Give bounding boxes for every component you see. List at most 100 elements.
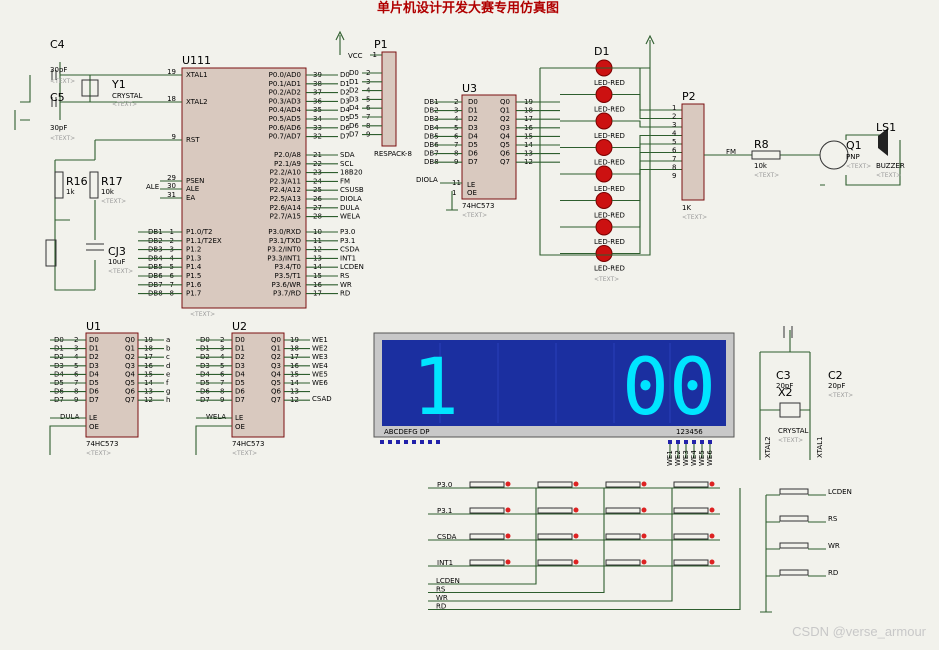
keypad-key[interactable] <box>469 559 505 566</box>
latch-output-name: Q3 <box>271 362 281 370</box>
led-label: LED-RED <box>594 106 625 114</box>
buzzer-wires <box>704 134 901 186</box>
keypad-key[interactable] <box>605 559 641 566</box>
mcu-pin-name: P3.2/INT0 <box>267 246 301 254</box>
mcu-net-label: D7 <box>340 133 350 141</box>
r16-resistor[interactable] <box>54 171 64 199</box>
keypad-key[interactable] <box>673 481 709 488</box>
latch-input-name: D0 <box>235 336 245 344</box>
led-red[interactable] <box>595 192 613 209</box>
keypad-key[interactable] <box>469 481 505 488</box>
keypad-key[interactable] <box>673 507 709 514</box>
q1-text: <TEXT> <box>846 163 871 170</box>
display-screen <box>382 340 726 426</box>
led-red[interactable] <box>595 165 613 183</box>
u3-output-name: Q5 <box>500 141 510 149</box>
keypad-key[interactable] <box>537 481 573 488</box>
p2-pin-number: 5 <box>672 138 676 146</box>
mcu-pin-name: P0.4/AD4 <box>269 106 302 114</box>
mcu-net-label: D0 <box>340 71 350 79</box>
keypad-key[interactable] <box>605 533 641 540</box>
keypad-key[interactable] <box>673 533 709 540</box>
latch-out-net: WE4 <box>312 362 328 370</box>
keypad-key[interactable] <box>469 507 505 514</box>
crystal-section: C4 30pF C5 30pF Y1 CRYSTAL <TEXT> <TEXT>… <box>14 38 160 142</box>
led-red[interactable] <box>595 218 613 236</box>
led-wire <box>560 120 682 128</box>
r8-text: <TEXT> <box>754 172 779 179</box>
r8-resistor[interactable] <box>751 150 781 160</box>
side-key-label: RD <box>828 569 838 577</box>
mcu-pin-name: P0.5/AD5 <box>269 115 301 123</box>
u2-body <box>231 332 285 438</box>
u3-output-name: Q2 <box>500 115 510 123</box>
ls1-buzzer[interactable] <box>878 128 888 156</box>
r8-net: FM <box>726 148 736 156</box>
q1-transistor[interactable] <box>819 140 849 170</box>
keypad-key[interactable] <box>537 507 573 514</box>
latch-output-name: Q1 <box>125 345 135 353</box>
u2-le-net: WELA <box>206 413 226 421</box>
latch-output-name: Q7 <box>271 396 281 404</box>
cj3-plates <box>86 243 104 251</box>
led-red[interactable] <box>595 86 613 103</box>
keypad-key[interactable] <box>537 559 573 566</box>
side-key[interactable] <box>779 488 809 495</box>
latch-ctrl-wire <box>195 417 232 455</box>
side-key[interactable] <box>779 569 809 576</box>
p2-ref: P2 <box>682 90 696 103</box>
cap-plates <box>51 70 57 107</box>
mcu-pin-name: P2.2/A10 <box>270 169 301 177</box>
led-red[interactable] <box>595 245 613 262</box>
mcu-pin-name: P3.3/INT1 <box>267 254 301 262</box>
y1-crystal[interactable] <box>81 79 99 97</box>
mcu-net-label: D5 <box>340 115 350 123</box>
latch-input-name: D4 <box>89 370 99 378</box>
mcu-pin-number: 29 <box>167 174 176 182</box>
keypad-key[interactable] <box>537 533 573 540</box>
p2-pin-number: 3 <box>672 121 676 129</box>
led-label: LED-RED <box>594 79 625 87</box>
key-contact <box>641 533 647 539</box>
keypad-key[interactable] <box>605 507 641 514</box>
display-digits-right: 00 <box>622 343 716 433</box>
mcu-pin-name: PSEN <box>186 177 204 185</box>
mcu-pin-number: 18 <box>167 95 176 103</box>
u3-net-label: DB1 <box>424 98 439 106</box>
r17-resistor[interactable] <box>89 171 99 199</box>
latch-output-name: Q6 <box>125 388 136 396</box>
key-contact <box>641 559 647 565</box>
latch-le: LE <box>235 414 243 422</box>
r17-value: 10k <box>101 188 115 196</box>
side-key[interactable] <box>779 542 809 549</box>
led-red[interactable] <box>595 112 613 130</box>
u3-input-name: D2 <box>468 115 478 123</box>
mcu-pin-name: P3.0/RXD <box>268 228 301 236</box>
u2-ref: U2 <box>232 320 247 333</box>
reset-section: R16 1k R17 10k <TEXT> CJ3 10uF <TEXT> AL… <box>45 139 182 291</box>
keypad-key[interactable] <box>469 533 505 540</box>
buzzer-section: FM R8 10k <TEXT> Q1 PNP <TEXT> LS1 BUZZE… <box>704 121 905 186</box>
keypad-key[interactable] <box>605 481 641 488</box>
x2-crystal[interactable] <box>779 402 801 418</box>
key-contact <box>641 481 647 487</box>
led-wire <box>560 168 682 255</box>
mcu-net-label: INT1 <box>340 254 356 262</box>
side-key[interactable] <box>779 515 809 522</box>
u3-input-name: D4 <box>468 132 478 140</box>
mcu-pin-name: P2.3/A11 <box>270 177 301 185</box>
keypad-key[interactable] <box>673 559 709 566</box>
cj3-value: 10uF <box>108 258 125 266</box>
led-red[interactable] <box>595 139 613 156</box>
keypad-bus-label: RS <box>436 586 446 594</box>
reset-button[interactable] <box>45 239 57 267</box>
